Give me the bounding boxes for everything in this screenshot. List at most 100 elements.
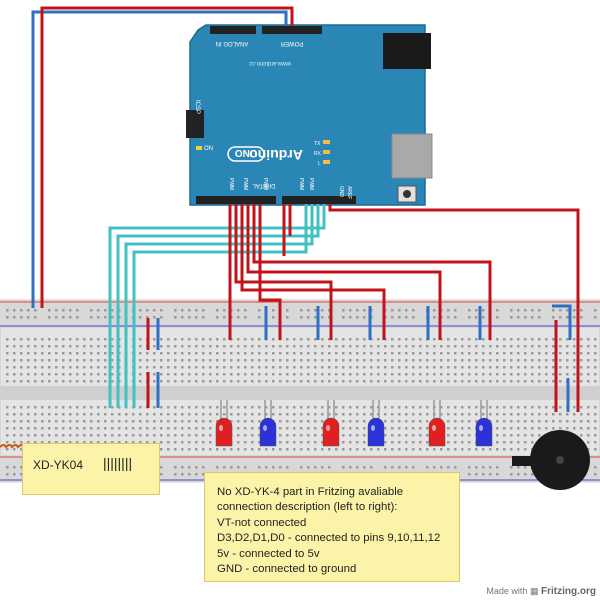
breadboard-hole xyxy=(580,338,583,341)
breadboard-hole xyxy=(398,420,401,423)
breadboard-hole xyxy=(244,309,247,312)
breadboard-hole xyxy=(111,380,114,383)
breadboard-hole xyxy=(391,338,394,341)
breadboard-hole xyxy=(370,366,373,369)
wire-red-led-5[interactable] xyxy=(252,204,492,340)
breadboard-hole xyxy=(209,345,212,348)
led-highlight xyxy=(479,425,483,431)
breadboard-hole xyxy=(286,466,289,469)
breadboard-hole xyxy=(363,359,366,362)
breadboard-hole xyxy=(195,373,198,376)
breadboard-hole xyxy=(496,473,499,476)
breadboard-hole xyxy=(468,309,471,312)
credit-brand[interactable]: Fritzing.org xyxy=(541,586,596,597)
breadboard-hole xyxy=(545,427,548,430)
breadboard-hole xyxy=(447,359,450,362)
arduino-board: Arduino UNO www.arduino.cc ANALOG IN POW… xyxy=(186,24,433,206)
breadboard-hole xyxy=(377,448,380,451)
breadboard-hole xyxy=(594,434,597,437)
breadboard-hole xyxy=(104,309,107,312)
breadboard-hole xyxy=(510,366,513,369)
breadboard-hole xyxy=(244,366,247,369)
breadboard-hole xyxy=(97,434,100,437)
breadboard-hole xyxy=(419,345,422,348)
wire-red-led-2[interactable] xyxy=(234,204,333,340)
breadboard-hole xyxy=(342,420,345,423)
breadboard-hole xyxy=(538,434,541,437)
breadboard-hole xyxy=(48,352,51,355)
breadboard-hole xyxy=(314,466,317,469)
breadboard-hole xyxy=(384,345,387,348)
power-jack xyxy=(383,33,431,69)
breadboard-hole xyxy=(405,448,408,451)
reset-button-cap xyxy=(403,190,411,198)
breadboard-hole xyxy=(139,427,142,430)
breadboard-hole xyxy=(517,473,520,476)
breadboard-hole xyxy=(160,359,163,362)
breadboard-hole xyxy=(475,373,478,376)
breadboard-hole xyxy=(426,427,429,430)
wire-cyan-d2[interactable] xyxy=(124,204,314,408)
breadboard-hole xyxy=(62,345,65,348)
breadboard-hole xyxy=(237,448,240,451)
wire-red-led-4[interactable] xyxy=(246,204,442,340)
breadboard-hole xyxy=(27,352,30,355)
breadboard-hole xyxy=(188,345,191,348)
breadboard-hole xyxy=(55,359,58,362)
wire-blue-5v-left[interactable] xyxy=(31,10,288,308)
breadboard-hole xyxy=(286,380,289,383)
wire-cyan-d1[interactable] xyxy=(116,204,320,408)
breadboard-hole xyxy=(321,359,324,362)
breadboard-hole xyxy=(356,434,359,437)
breadboard-hole xyxy=(538,366,541,369)
breadboard-hole xyxy=(363,420,366,423)
breadboard-hole xyxy=(139,359,142,362)
breadboard-hole xyxy=(321,373,324,376)
wire-red-led-3[interactable] xyxy=(240,204,386,340)
breadboard-hole xyxy=(76,366,79,369)
breadboard-hole xyxy=(27,359,30,362)
breadboard-hole xyxy=(573,413,576,416)
breadboard-hole xyxy=(209,352,212,355)
wire-red-led-6[interactable] xyxy=(258,204,282,340)
breadboard-hole xyxy=(230,413,233,416)
breadboard-hole xyxy=(265,413,268,416)
pwm-label-5: PWM xyxy=(308,178,314,190)
breadboard-hole xyxy=(153,427,156,430)
breadboard-hole xyxy=(433,448,436,451)
breadboard-hole xyxy=(412,448,415,451)
breadboard-hole xyxy=(447,366,450,369)
breadboard-hole xyxy=(405,359,408,362)
breadboard-hole xyxy=(139,366,142,369)
breadboard-hole xyxy=(139,413,142,416)
breadboard-hole xyxy=(62,373,65,376)
breadboard-hole xyxy=(174,420,177,423)
breadboard-hole xyxy=(531,406,534,409)
breadboard-hole xyxy=(118,441,121,444)
wire-cyan-d0[interactable] xyxy=(108,204,326,408)
breadboard-hole xyxy=(468,316,471,319)
breadboard-hole xyxy=(426,420,429,423)
breadboard-hole xyxy=(83,413,86,416)
breadboard-hole xyxy=(335,380,338,383)
breadboard-hole xyxy=(188,366,191,369)
wire-cyan-d3[interactable] xyxy=(132,204,308,408)
breadboard-hole xyxy=(188,473,191,476)
wire-red-gnd-right[interactable] xyxy=(328,204,580,412)
breadboard-hole xyxy=(13,406,16,409)
breadboard-hole xyxy=(244,420,247,423)
breadboard-hole xyxy=(545,366,548,369)
breadboard-hole xyxy=(335,406,338,409)
breadboard-hole xyxy=(580,309,583,312)
breadboard-hole xyxy=(48,366,51,369)
breadboard-hole xyxy=(412,359,415,362)
wire-red-5v-left[interactable] xyxy=(40,6,294,308)
breadboard-hole xyxy=(279,352,282,355)
breadboard-hole xyxy=(461,373,464,376)
breadboard-hole xyxy=(342,441,345,444)
breadboard-hole xyxy=(104,434,107,437)
breadboard-hole xyxy=(510,316,513,319)
wire-blue-rail-right[interactable] xyxy=(552,304,572,340)
breadboard-hole xyxy=(118,427,121,430)
breadboard-hole xyxy=(307,352,310,355)
